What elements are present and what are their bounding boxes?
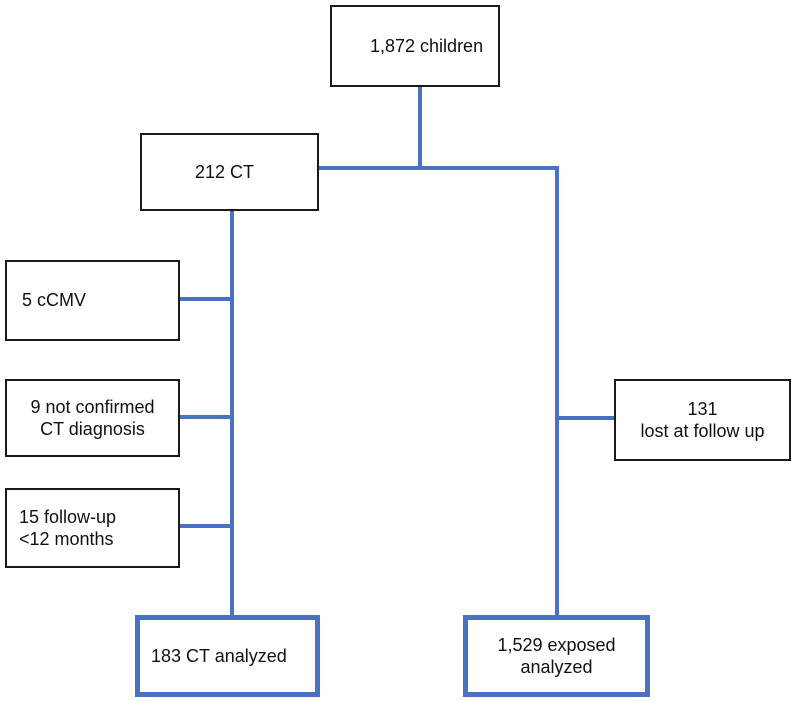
box-ccmv-label: 5 cCMV (22, 290, 87, 311)
box-followup-line2: <12 months (19, 529, 114, 549)
box-ct-analyzed: 183 CT analyzed (135, 615, 320, 697)
box-not-confirmed: 9 not confirmed CT diagnosis (5, 379, 180, 457)
box-not-confirmed-line1: 9 not confirmed (30, 396, 155, 417)
box-ct: 212 CT (140, 133, 319, 211)
box-ct-label: 212 CT (195, 161, 255, 182)
box-ct-analyzed-label: 183 CT analyzed (151, 645, 287, 666)
box-followup-line1: 15 follow-up (19, 506, 117, 527)
box-ccmv: 5 cCMV (5, 260, 180, 341)
box-lost-line1: 131 (687, 398, 718, 419)
box-children-label: 1,872 children (370, 35, 484, 56)
box-children: 1,872 children (330, 5, 500, 87)
box-followup: 15 follow-up <12 months (5, 488, 180, 568)
box-lost-line2: lost at follow up (640, 421, 765, 441)
box-not-confirmed-line2: CT diagnosis (40, 419, 145, 439)
box-lost: 131 lost at follow up (614, 379, 791, 461)
box-exposed-line2: analyzed (520, 657, 593, 677)
box-exposed: 1,529 exposed analyzed (463, 615, 650, 697)
box-exposed-line1: 1,529 exposed (497, 634, 616, 655)
